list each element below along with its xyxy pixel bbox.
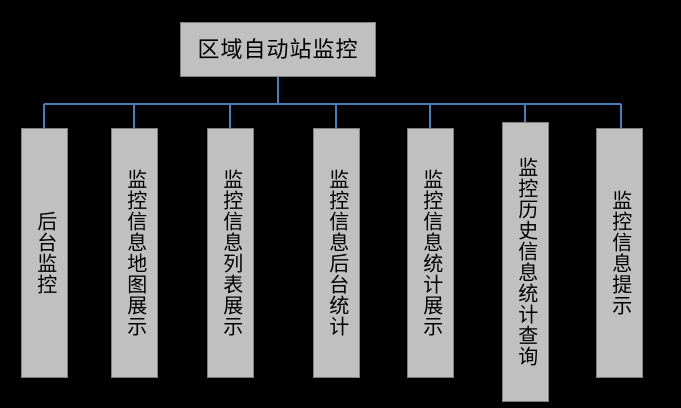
child-node-label: 监控信息后台统计 [325, 169, 348, 337]
child-node-2[interactable]: 监控信息地图展示 [111, 128, 158, 378]
child-node-label: 监控信息地图展示 [123, 169, 146, 337]
child-node-label: 后台监控 [33, 211, 56, 295]
child-node-1[interactable]: 后台监控 [21, 128, 68, 378]
root-node-label: 区域自动站监控 [197, 36, 359, 62]
child-node-7[interactable]: 监控信息提示 [596, 128, 643, 378]
child-node-5[interactable]: 监控信息统计展示 [407, 128, 454, 378]
root-node[interactable]: 区域自动站监控 [180, 22, 376, 77]
child-node-label: 监控信息列表展示 [219, 169, 242, 337]
child-node-label: 监控信息提示 [608, 190, 631, 316]
child-node-label: 监控历史信息统计查询 [514, 157, 537, 367]
child-node-3[interactable]: 监控信息列表展示 [207, 128, 254, 378]
child-node-6[interactable]: 监控历史信息统计查询 [502, 122, 549, 402]
child-node-4[interactable]: 监控信息后台统计 [313, 128, 360, 378]
child-node-label: 监控信息统计展示 [419, 169, 442, 337]
